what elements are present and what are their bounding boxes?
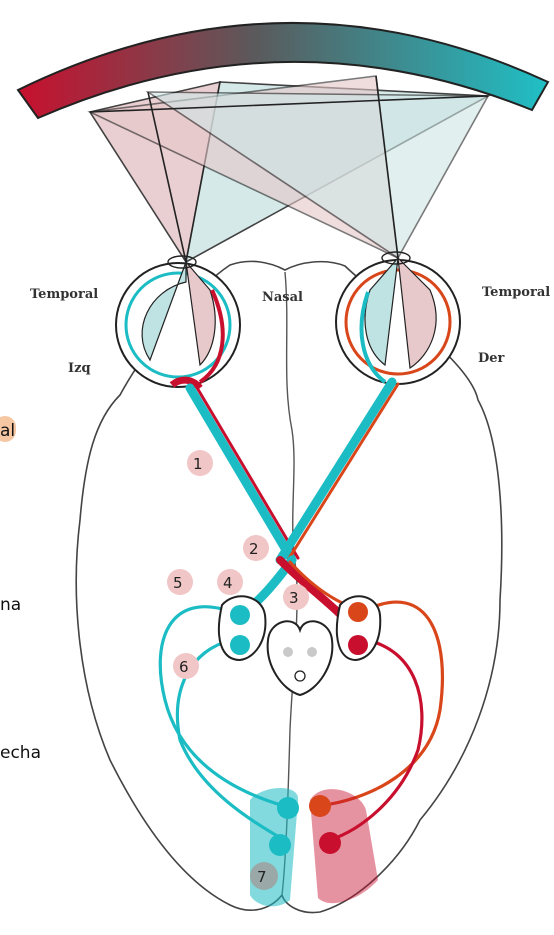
label-der: Der	[478, 351, 505, 366]
badge-2: 2	[249, 540, 259, 558]
right-eye	[336, 252, 460, 384]
badge-1: 1	[193, 455, 203, 473]
label-temporal-right: Temporal	[482, 285, 550, 300]
label-nasal: Nasal	[262, 290, 303, 305]
badge-4: 4	[223, 574, 233, 592]
badge-3: 3	[289, 589, 299, 607]
badge-7: 7	[257, 868, 267, 886]
badge-5: 5	[173, 574, 183, 592]
edge-fragment-echa: echa	[0, 743, 41, 763]
label-temporal-left: Temporal	[30, 287, 98, 302]
edge-fragment-na: na	[0, 595, 21, 615]
field-projection-triangles	[90, 76, 488, 262]
edge-fragment-al: al	[0, 421, 15, 441]
label-izq: Izq	[68, 361, 91, 376]
badge-6: 6	[179, 658, 189, 676]
